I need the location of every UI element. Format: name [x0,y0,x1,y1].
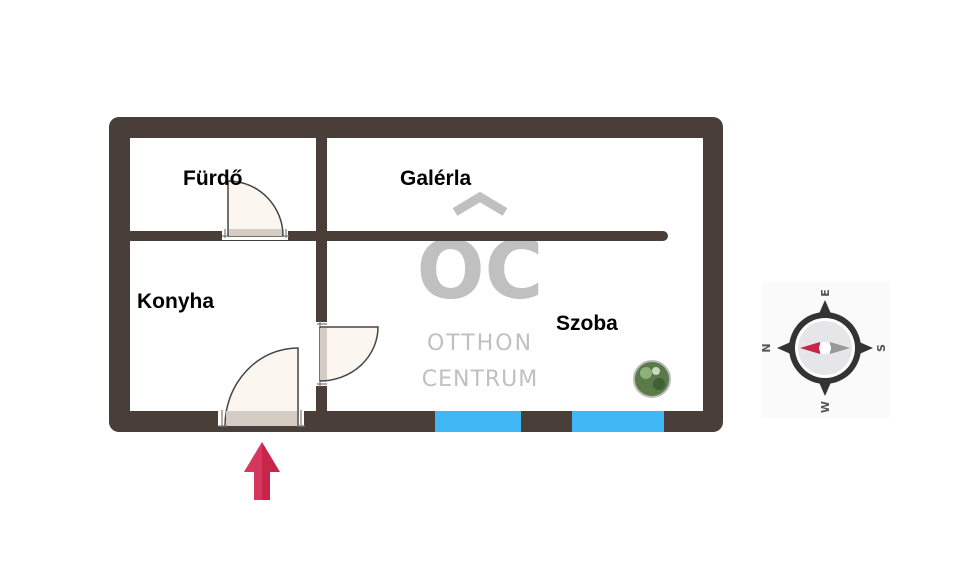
watermark-logo: OC OTTHON CENTRUM [417,191,543,392]
compass-west: W [819,401,832,413]
compass-icon: E N S W [760,282,890,418]
window-1 [435,411,521,432]
room-label-kitchen: Konyha [137,290,214,313]
room-label-room: Szoba [556,312,618,335]
watermark-line2: CENTRUM [422,367,539,392]
entrance-arrow-icon [244,442,280,500]
interior-wall-horizontal [130,231,668,241]
plant-icon [633,360,671,398]
window-2 [572,411,664,432]
door-entrance [218,347,305,427]
compass-north: N [760,343,773,352]
door-room [316,321,379,387]
interior-wall-vertical [316,138,327,411]
watermark-line1: OTTHON [427,331,533,356]
compass-south: S [875,344,888,352]
room-label-bathroom: Fürdő [183,167,242,190]
room-label-gallery: Galérla [400,167,472,190]
door-bathroom [222,180,289,240]
compass-east: E [819,289,832,297]
